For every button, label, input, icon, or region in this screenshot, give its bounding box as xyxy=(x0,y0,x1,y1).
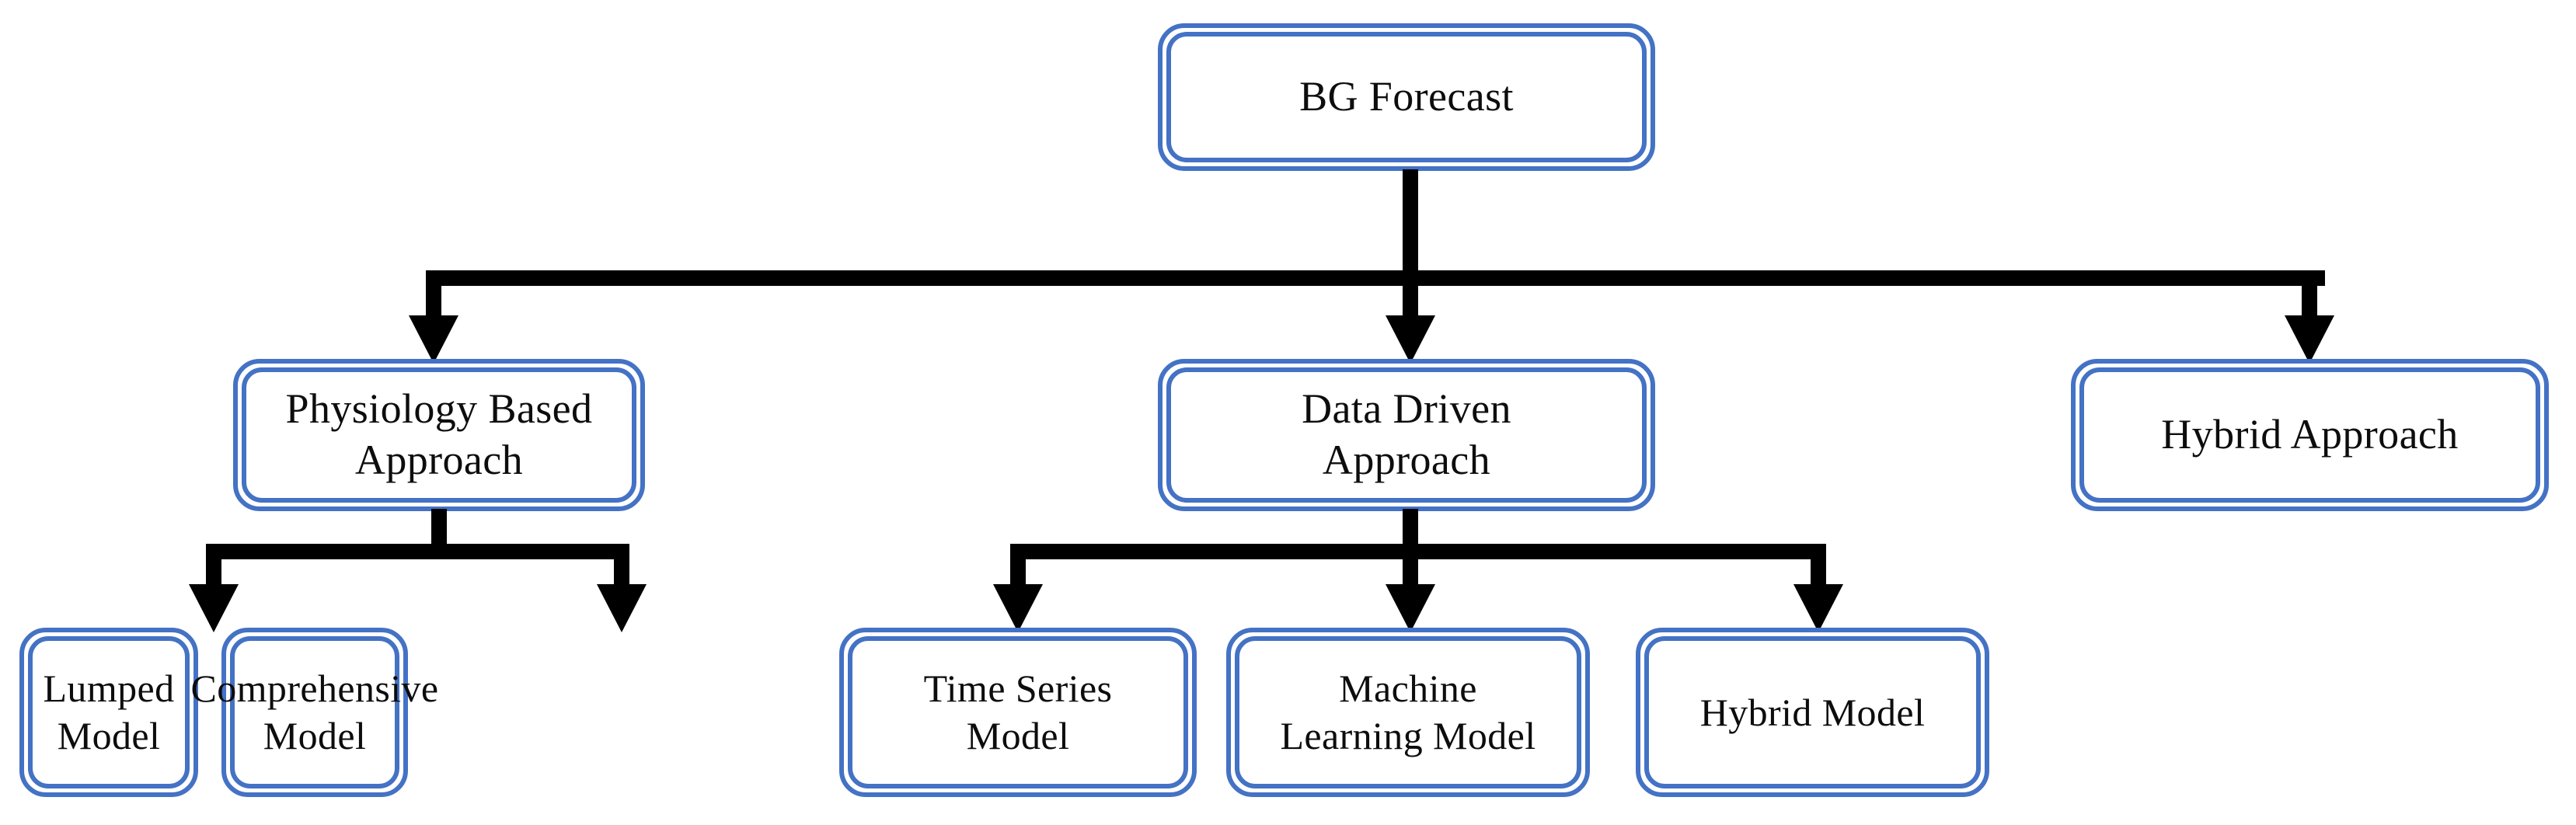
node-hybrid-model-inner: Hybrid Model xyxy=(1644,636,1981,788)
edge-bus-physiology-children xyxy=(206,544,629,559)
arrowhead-physiology xyxy=(409,315,458,364)
node-hybrid-approach-inner: Hybrid Approach xyxy=(2079,367,2540,503)
node-machine-learning-model[interactable]: Machine Learning Model xyxy=(1226,628,1590,797)
node-bg-forecast-label: BG Forecast xyxy=(1299,73,1514,120)
arrowhead-comprehensive-model xyxy=(597,584,647,632)
node-hybrid-model-label: Hybrid Model xyxy=(1699,690,1926,734)
edge-drop-hybrid-model xyxy=(1811,544,1826,592)
arrowhead-hybrid-model xyxy=(1793,584,1843,632)
edge-bus-level2 xyxy=(434,270,2325,286)
arrowhead-data-driven xyxy=(1386,315,1435,364)
edge-drop-lumped-model xyxy=(206,544,221,592)
edge-drop-hybrid-approach xyxy=(2302,270,2317,323)
arrowhead-machine-learning-model xyxy=(1386,584,1435,632)
node-physiology-based-approach-inner: Physiology Based Approach xyxy=(242,367,636,503)
node-physiology-based-approach[interactable]: Physiology Based Approach xyxy=(233,359,645,511)
edge-drop-physiology xyxy=(426,270,441,323)
node-time-series-model-inner: Time Series Model xyxy=(848,636,1188,788)
node-comprehensive-model[interactable]: Comprehensive Model xyxy=(190,628,438,797)
node-time-series-model[interactable]: Time Series Model xyxy=(839,628,1197,797)
edge-drop-comprehensive-model xyxy=(614,544,629,592)
arrowhead-lumped-model xyxy=(189,584,239,632)
node-data-driven-approach-inner: Data Driven Approach xyxy=(1166,367,1647,503)
node-time-series-model-label: Time Series Model xyxy=(923,667,1113,757)
node-lumped-model[interactable]: Lumped Model xyxy=(19,628,198,797)
node-lumped-model-label: Lumped Model xyxy=(43,667,175,757)
edge-drop-time-series-model xyxy=(1010,544,1026,592)
arrowhead-hybrid-approach xyxy=(2285,315,2334,364)
arrowhead-time-series-model xyxy=(993,584,1043,632)
node-hybrid-approach-label: Hybrid Approach xyxy=(2161,411,2459,458)
edge-drop-machine-learning-model xyxy=(1403,544,1418,592)
node-machine-learning-model-label: Machine Learning Model xyxy=(1280,667,1536,757)
node-machine-learning-model-inner: Machine Learning Model xyxy=(1235,636,1581,788)
edge-root-stem xyxy=(1403,169,1418,286)
node-comprehensive-model-label: Comprehensive Model xyxy=(190,667,439,757)
edge-bus-data-driven-children xyxy=(1010,544,1826,559)
node-lumped-model-inner: Lumped Model xyxy=(28,636,190,788)
node-bg-forecast-inner: BG Forecast xyxy=(1166,32,1647,162)
node-physiology-based-approach-label: Physiology Based Approach xyxy=(285,385,593,483)
node-comprehensive-model-inner: Comprehensive Model xyxy=(190,636,438,788)
node-data-driven-approach[interactable]: Data Driven Approach xyxy=(1158,359,1655,511)
node-data-driven-approach-label: Data Driven Approach xyxy=(1302,385,1511,483)
edge-drop-data-driven xyxy=(1403,270,1418,323)
node-hybrid-model[interactable]: Hybrid Model xyxy=(1636,628,1989,797)
node-bg-forecast[interactable]: BG Forecast xyxy=(1158,23,1655,171)
node-hybrid-approach[interactable]: Hybrid Approach xyxy=(2071,359,2549,511)
